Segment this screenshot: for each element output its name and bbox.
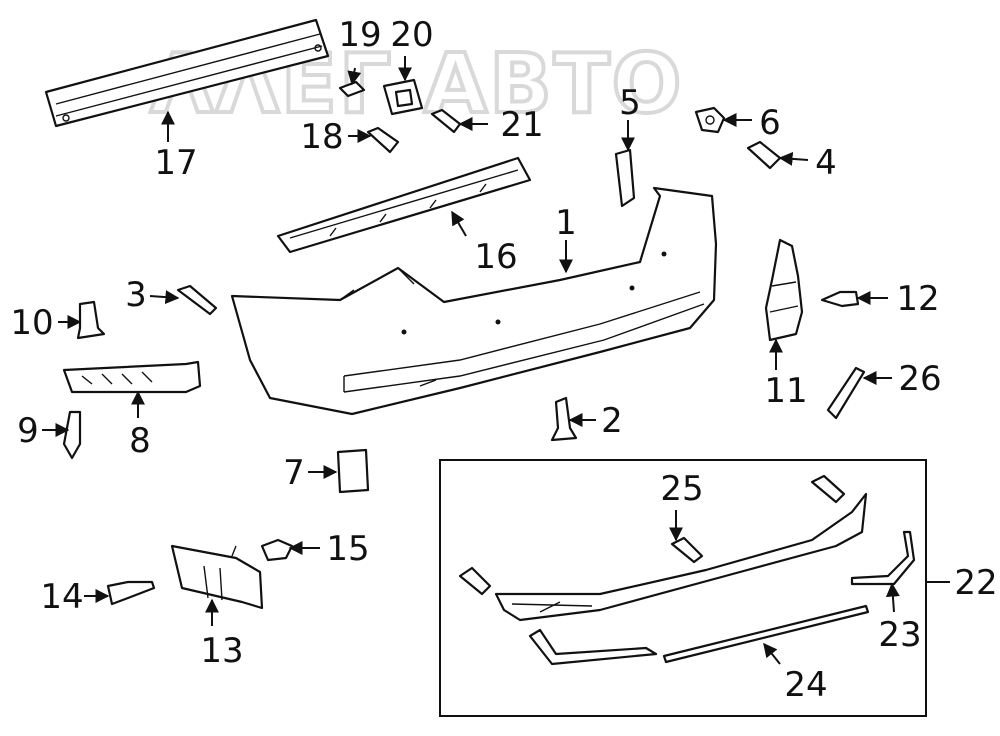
callout-1: 1 xyxy=(555,203,577,243)
callout-21: 21 xyxy=(500,105,543,145)
callout-12: 12 xyxy=(896,279,939,319)
callout-22: 22 xyxy=(954,563,997,603)
callout-20: 20 xyxy=(390,15,433,55)
part-8-bracket xyxy=(62,360,202,394)
callout-5: 5 xyxy=(619,83,641,123)
callout-4: 4 xyxy=(815,143,837,183)
part-25-bolts xyxy=(458,474,846,596)
part-6-nut xyxy=(694,106,726,134)
part-18-bolt xyxy=(366,126,400,154)
part-23-strip xyxy=(850,530,916,586)
part-1-bumper-cover xyxy=(230,186,718,416)
callout-18: 18 xyxy=(300,117,343,157)
callout-19: 19 xyxy=(338,15,381,55)
callout-labels: 1 2 3 4 5 6 7 8 9 10 11 12 13 14 15 16 1… xyxy=(10,15,997,705)
part-7-pad xyxy=(336,448,370,494)
part-20-retainer xyxy=(382,78,424,116)
part-10-clip xyxy=(76,300,106,340)
part-2-clip xyxy=(550,396,578,442)
callout-9: 9 xyxy=(17,411,39,451)
part-24-molding xyxy=(528,604,870,666)
callout-24: 24 xyxy=(784,665,827,705)
callout-25: 25 xyxy=(660,469,703,509)
leader-lines xyxy=(42,56,950,665)
callout-23: 23 xyxy=(878,615,921,655)
part-5-strip xyxy=(614,148,636,208)
part-16-absorber xyxy=(276,156,532,254)
callout-26: 26 xyxy=(898,359,941,399)
callout-17: 17 xyxy=(154,143,197,183)
callout-10: 10 xyxy=(10,303,53,343)
callout-8: 8 xyxy=(129,421,151,461)
part-11-bracket xyxy=(764,238,804,342)
callout-6: 6 xyxy=(759,103,781,143)
callout-11: 11 xyxy=(764,371,807,411)
callout-15: 15 xyxy=(326,529,369,569)
part-22-group-box xyxy=(439,459,927,717)
callout-16: 16 xyxy=(474,237,517,277)
callout-7: 7 xyxy=(283,453,305,493)
part-13-bracket xyxy=(170,544,264,610)
part-9-bolt xyxy=(62,410,82,460)
part-26-strip xyxy=(826,366,866,420)
part-17-reinforcement xyxy=(44,18,330,128)
callout-13: 13 xyxy=(200,631,243,671)
callout-14: 14 xyxy=(40,577,83,617)
part-14-bolt xyxy=(106,580,156,606)
part-15-nut xyxy=(260,538,294,562)
part-22-lower-diffuser xyxy=(494,492,868,622)
callout-2: 2 xyxy=(601,401,623,441)
callout-3: 3 xyxy=(125,275,147,315)
part-12-clip xyxy=(820,290,860,308)
part-4-bolt xyxy=(746,140,782,170)
part-3-bolt xyxy=(176,284,218,316)
